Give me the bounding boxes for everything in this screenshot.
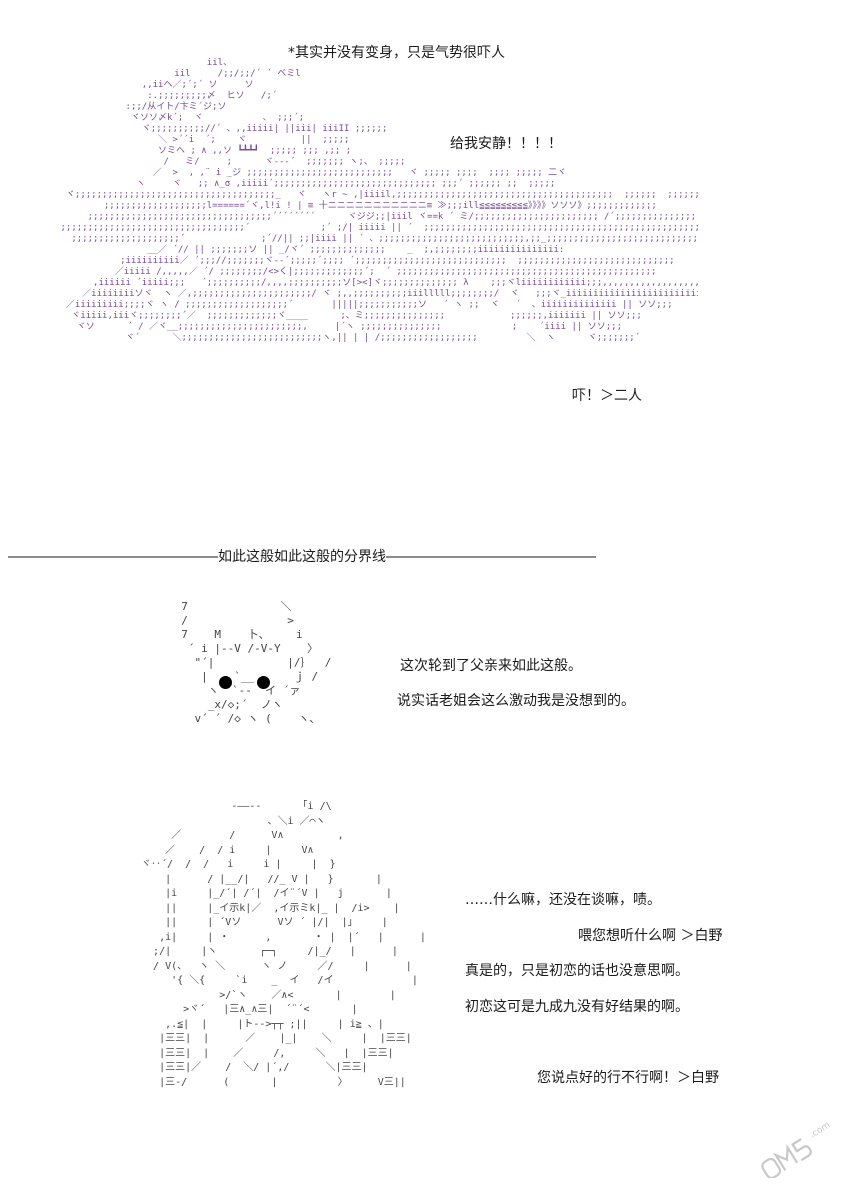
- site-watermark-logo: .com: [761, 1120, 832, 1178]
- dialogue-line-5: 您说点好的行不行啊！＞白野: [537, 1070, 719, 1086]
- dialogue-line-3: 真是的，只是初恋的话也没意思啊。: [465, 963, 689, 979]
- narration-line-2: 说实话老姐会这么激动我是没想到的。: [397, 693, 635, 709]
- speech-scared: 吓！＞二人: [572, 388, 642, 404]
- watermark-domain: .com: [808, 1120, 832, 1140]
- ascii-art-father: 7 ＼ / > 7 M 卜、 i ´ i |--V /-V-Y 〉 "´| |/…: [181, 600, 332, 725]
- left-eye-dot: [219, 676, 232, 689]
- ascii-art-girl: -――-- 「i /\ 、＼i ／⌒ヽ ／ / V∧ , ／ / / i | V…: [141, 801, 426, 1088]
- caption-transformation: *其实并没有变身，只是气势很吓人: [288, 45, 505, 61]
- dialogue-line-4: 初恋这可是九成九没有好结果的啊。: [465, 999, 689, 1015]
- speech-quiet: 给我安静！！！！: [450, 136, 562, 152]
- ascii-art-transformation: iil、 iil /;;/;;/´ ´ ベミl ,,iiヘ／;´;´ ソ ソ: [60, 58, 699, 343]
- dialogue-line-2: 喂您想听什么啊 ＞白野: [578, 928, 723, 944]
- right-eye-dot: [257, 676, 270, 689]
- dialogue-line-1: ……什么嘛，还没在谈嘛，啧。: [465, 892, 661, 908]
- section-divider: ―――――――――――――――如此这般如此这般的分界线―――――――――――――…: [8, 549, 596, 565]
- narration-line-1: 这次轮到了父亲来如此这般。: [400, 658, 582, 674]
